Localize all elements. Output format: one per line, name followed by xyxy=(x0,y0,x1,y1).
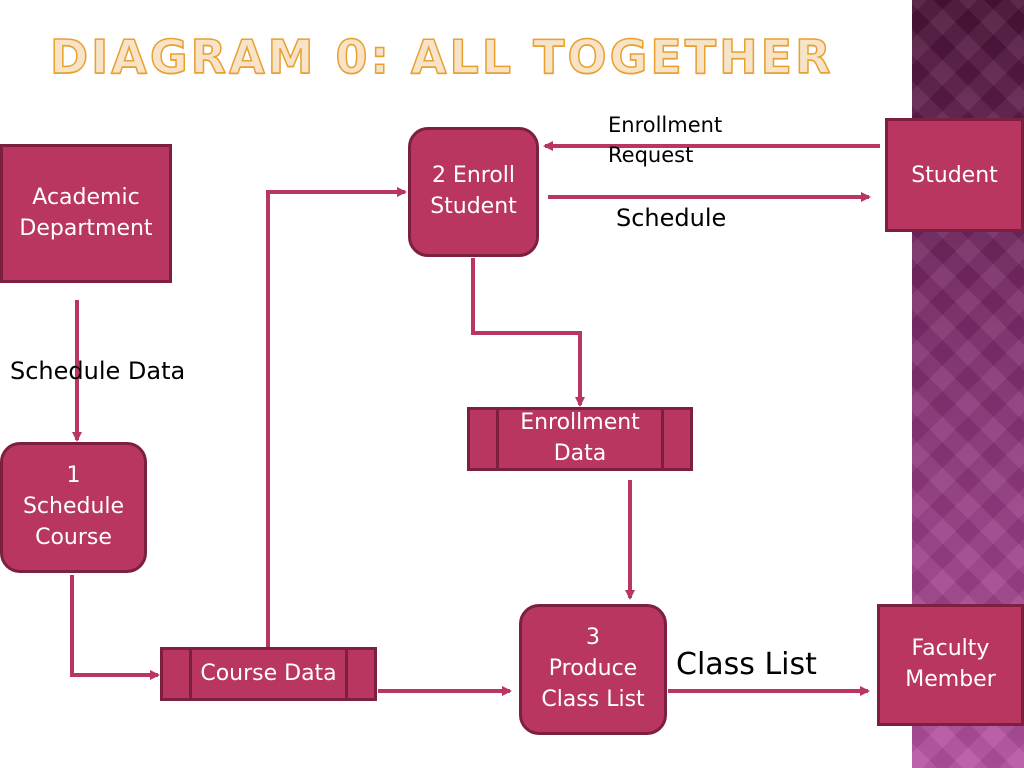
arrow-enroll-student-to-enrollment-data xyxy=(471,258,585,407)
entity-faculty-member: Faculty Member xyxy=(877,604,1024,726)
entity-student: Student xyxy=(885,118,1024,232)
slide-title: Diagram 0: All together xyxy=(49,29,834,85)
datastore-divider xyxy=(496,410,499,468)
flow-label-schedule: Schedule xyxy=(616,204,727,232)
arrow-schedule-course-to-course-data xyxy=(70,575,160,680)
entity-academic-department: Academic Department xyxy=(0,144,172,283)
datastore-divider xyxy=(189,650,192,698)
datastore-course-data: Course Data xyxy=(160,647,377,701)
datastore-divider xyxy=(661,410,664,468)
datastore-divider xyxy=(345,650,348,698)
process-produce-class-list: 3 Produce Class List xyxy=(519,604,667,735)
flow-label-class-list: Class List xyxy=(676,647,817,682)
process-enroll-student: 2 Enroll Student xyxy=(408,127,539,257)
entity-student-label: Student xyxy=(911,163,998,188)
datastore-enrollment-data: Enrollment Data xyxy=(467,407,693,471)
process-schedule-course: 1 Schedule Course xyxy=(0,442,147,573)
flow-label-schedule-data: Schedule Data xyxy=(10,357,186,385)
entity-academic-department-label: Academic Department xyxy=(19,184,153,241)
process-produce-class-list-label: 3 Produce Class List xyxy=(541,625,645,712)
datastore-enrollment-data-label: Enrollment Data xyxy=(520,410,640,466)
flow-label-enrollment-request: Enrollment Request xyxy=(608,113,723,168)
process-enroll-student-label: 2 Enroll Student xyxy=(430,163,517,219)
datastore-course-data-label: Course Data xyxy=(200,660,337,686)
process-schedule-course-label: 1 Schedule Course xyxy=(22,463,125,550)
arrow-course-data-to-enroll-student xyxy=(266,187,407,648)
entity-faculty-member-label: Faculty Member xyxy=(905,636,996,692)
